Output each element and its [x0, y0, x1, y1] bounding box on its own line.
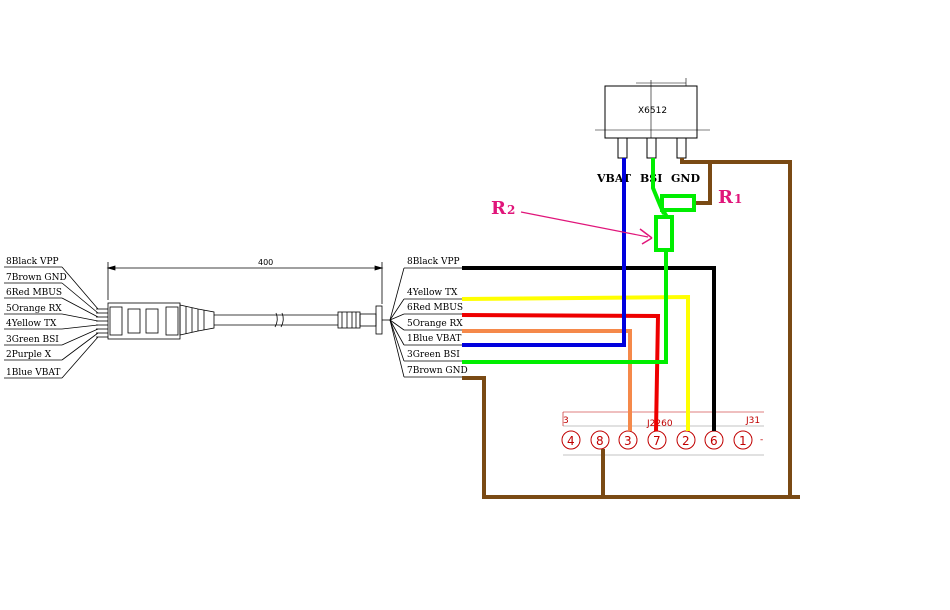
- right-pin-label: 7Brown GND: [407, 366, 468, 376]
- left-leader-lines: [4, 266, 99, 379]
- wire-orange: [462, 329, 632, 431]
- dimension-label: 400: [258, 258, 273, 267]
- wire-brown: [462, 376, 800, 499]
- left-pin-labels: 8Black VPP 7Brown GND 6Red MBUS 5Orange …: [6, 257, 67, 378]
- left-pin-label: 8Black VPP: [6, 257, 59, 267]
- svg-text:R: R: [718, 187, 734, 208]
- connector-pin-number: 4: [567, 434, 575, 448]
- left-pin-label: 5Orange RX: [6, 304, 62, 314]
- connector-dash: -: [760, 435, 763, 445]
- svg-text:2: 2: [507, 203, 515, 217]
- chip-pin-vbat: VBAT: [596, 172, 632, 185]
- left-pin-label: 2Purple X: [6, 350, 52, 360]
- wire-black: [462, 266, 716, 431]
- connector-pin-number: 8: [596, 434, 604, 448]
- wire-green: [462, 250, 668, 364]
- left-pin-label: 4Yellow TX: [6, 319, 57, 329]
- r2-pointer-arrow: [520, 211, 653, 245]
- cable-drawing: [96, 262, 390, 340]
- connector-mid-label: J2260: [646, 419, 673, 429]
- right-pin-label: 4Yellow TX: [407, 288, 458, 298]
- chip: [595, 78, 710, 159]
- connector-pin-number: 7: [653, 434, 661, 448]
- connector-pin-number: 6: [710, 434, 718, 448]
- connector-pin-number: 2: [682, 434, 690, 448]
- left-pin-label: 1Blue VBAT: [6, 368, 60, 378]
- wire-blue: [462, 158, 626, 347]
- right-pin-label: 6Red MBUS: [407, 303, 463, 313]
- left-pin-label: 6Red MBUS: [6, 288, 62, 298]
- connector-pin-number: 3: [624, 434, 632, 448]
- r1-label: R 1: [718, 187, 742, 208]
- resistor-r2: [654, 215, 674, 252]
- wires: [461, 158, 800, 499]
- connector-right-label: J31: [745, 416, 760, 426]
- right-pin-label: 5Orange RX: [407, 319, 463, 329]
- svg-text:R: R: [491, 198, 507, 219]
- connector-left-label: 3: [563, 416, 569, 426]
- connector-pin-number: 1: [739, 434, 747, 448]
- chip-pin-gnd: GND: [671, 172, 700, 185]
- right-pin-labels: 8Black VPP 4Yellow TX 6Red MBUS 5Orange …: [407, 257, 468, 376]
- chip-label: X6512: [638, 106, 667, 116]
- right-pin-label: 1Blue VBAT: [407, 334, 461, 344]
- left-pin-label: 3Green BSI: [6, 335, 59, 345]
- resistor-r1: [660, 194, 696, 212]
- right-pin-label: 8Black VPP: [407, 257, 460, 267]
- wire-red: [461, 313, 661, 432]
- right-leader-lines: [389, 267, 462, 378]
- right-pin-label: 3Green BSI: [407, 350, 460, 360]
- wire-brown-gnd: [680, 158, 792, 497]
- left-pin-label: 7Brown GND: [6, 273, 67, 283]
- r2-label: R 2: [491, 198, 515, 219]
- wire-brown-r1: [694, 164, 712, 205]
- connector: [562, 411, 764, 456]
- wire-yellow: [461, 294, 690, 431]
- svg-text:1: 1: [734, 192, 742, 206]
